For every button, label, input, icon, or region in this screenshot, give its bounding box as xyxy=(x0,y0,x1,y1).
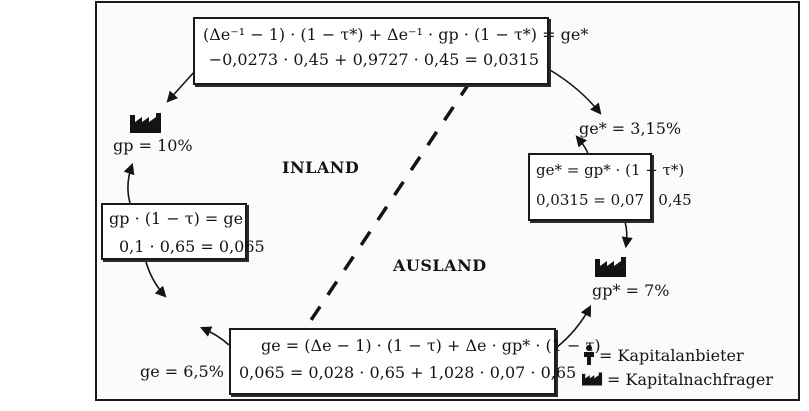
formula-top-equation: (Δe⁻¹ − 1) · (1 − τ*) + Δe⁻¹ · gp · (1 −… xyxy=(203,25,589,44)
arrow-top-to-gp-domestic xyxy=(166,69,197,103)
legend-label-demander: = Kapitalnachfrager xyxy=(607,369,774,389)
person-icon xyxy=(584,345,594,365)
formula-right-numbers: 0,0315 = 0,07 · 0,45 xyxy=(536,191,692,209)
arrow-left-box-to-gp-domestic xyxy=(123,162,135,204)
node-gp-foreign: gp* = 7% xyxy=(592,281,670,300)
node-gp-domestic: gp = 10% xyxy=(113,136,193,155)
node-ge-foreign: ge* = 3,15% xyxy=(579,119,682,138)
formula-box-bottom: ge = (Δe − 1) · (1 − τ) + Δe · gp* · (1 … xyxy=(229,328,601,395)
factory-icon xyxy=(595,257,626,277)
region-label-inland: INLAND xyxy=(282,158,360,177)
region-label-ausland: AUSLAND xyxy=(393,256,487,275)
formula-bottom-numbers: 0,065 = 0,028 · 0,65 + 1,028 · 0,07 · 0,… xyxy=(239,363,577,383)
region-divider xyxy=(253,81,472,405)
legend-row-supplier: = Kapitalanbieter xyxy=(582,343,773,367)
arrow-right-box-to-gp-foreign xyxy=(621,221,633,249)
arrow-bottom-to-ge-domestic xyxy=(199,326,230,346)
formula-right-equation: ge* = gp* · (1 − τ*) xyxy=(536,161,685,179)
legend: = Kapitalanbieter = Kapitalnachfrager xyxy=(582,343,773,391)
formula-left-equation: gp · (1 − τ) = ge xyxy=(109,209,244,228)
formula-left-numbers: 0,1 · 0,65 = 0,065 xyxy=(119,237,265,257)
arrow-bottom-to-gp-foreign xyxy=(555,305,592,349)
formula-top-numbers: −0,0273 · 0,45 + 0,9727 · 0,45 = 0,0315 xyxy=(208,50,539,70)
legend-label-supplier: = Kapitalanbieter xyxy=(599,345,744,365)
node-ge-domestic: ge = 6,5% xyxy=(140,362,224,381)
factory-icon xyxy=(582,372,603,386)
formula-box-right: ge* = gp* · (1 − τ*) 0,0315 = 0,07 · 0,4… xyxy=(528,153,692,221)
formula-box-top: (Δe⁻¹ − 1) · (1 − τ*) + Δe⁻¹ · gp · (1 −… xyxy=(193,17,589,85)
factory-icon xyxy=(130,113,161,133)
formula-bottom-equation: ge = (Δe − 1) · (1 − τ) + Δe · gp* · (1 … xyxy=(261,336,601,355)
arrow-left-box-to-ge-domestic xyxy=(145,261,167,298)
legend-row-demander: = Kapitalnachfrager xyxy=(582,367,773,391)
arrow-top-to-ge-foreign xyxy=(549,69,602,115)
formula-box-left: gp · (1 − τ) = ge 0,1 · 0,65 = 0,065 xyxy=(101,203,265,260)
